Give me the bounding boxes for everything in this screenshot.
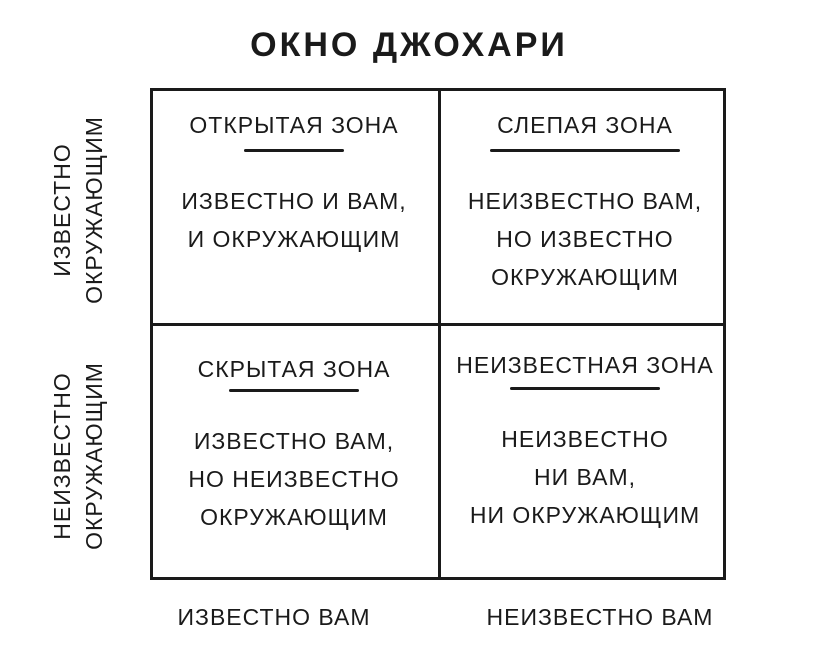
column-label-unknown-to-you: Неизвестно вам	[486, 604, 714, 630]
quadrant-body: Неизвестно ни вам, ни окружающим	[441, 420, 729, 534]
body-line: Неизвестно вам,	[467, 188, 703, 214]
title-underline	[229, 389, 359, 392]
body-line: ни вам,	[534, 464, 636, 490]
quadrant-hidden: Скрытая зона Известно вам, но неизвестно…	[150, 356, 438, 536]
quadrant-title: Слепая зона	[497, 112, 673, 138]
diagram-title: Окно Джохари	[250, 26, 568, 64]
quadrant-open: Открытая зона Известно и вам, и окружающ…	[150, 112, 438, 258]
body-line: но известно	[496, 226, 674, 252]
quadrant-blind: Слепая зона Неизвестно вам, но известно …	[441, 112, 729, 296]
title-underline	[510, 387, 660, 390]
label-line: Известно	[49, 143, 75, 277]
column-label-known-to-you: Известно вам	[177, 604, 371, 630]
title-underline	[244, 149, 344, 152]
quadrant-title: Неизвестная зона	[456, 352, 714, 378]
vertical-divider	[438, 88, 441, 580]
quadrant-unknown: Неизвестная зона Неизвестно ни вам, ни о…	[441, 352, 729, 534]
row-label-known-to-others: Известно окружающим	[46, 100, 110, 320]
body-line: окружающим	[200, 504, 388, 530]
quadrant-body: Известно вам, но неизвестно окружающим	[150, 422, 438, 536]
label-line: Неизвестно	[49, 372, 75, 540]
body-line: окружающим	[491, 264, 679, 290]
body-line: и окружающим	[187, 226, 401, 252]
quadrant-body: Известно и вам, и окружающим	[150, 182, 438, 258]
quadrant-body: Неизвестно вам, но известно окружающим	[441, 182, 729, 296]
label-line: окружающим	[81, 362, 107, 550]
body-line: ни окружающим	[469, 502, 701, 528]
row-label-unknown-to-others: Неизвестно окружающим	[46, 346, 110, 566]
body-line: но неизвестно	[188, 466, 400, 492]
body-line: Известно и вам,	[181, 188, 407, 214]
title-underline	[490, 149, 680, 152]
quadrant-title: Скрытая зона	[197, 356, 391, 382]
horizontal-divider	[150, 323, 726, 326]
quadrant-title: Открытая зона	[189, 112, 399, 138]
body-line: Неизвестно	[501, 426, 669, 452]
body-line: Известно вам,	[193, 428, 395, 454]
label-line: окружающим	[81, 116, 107, 304]
